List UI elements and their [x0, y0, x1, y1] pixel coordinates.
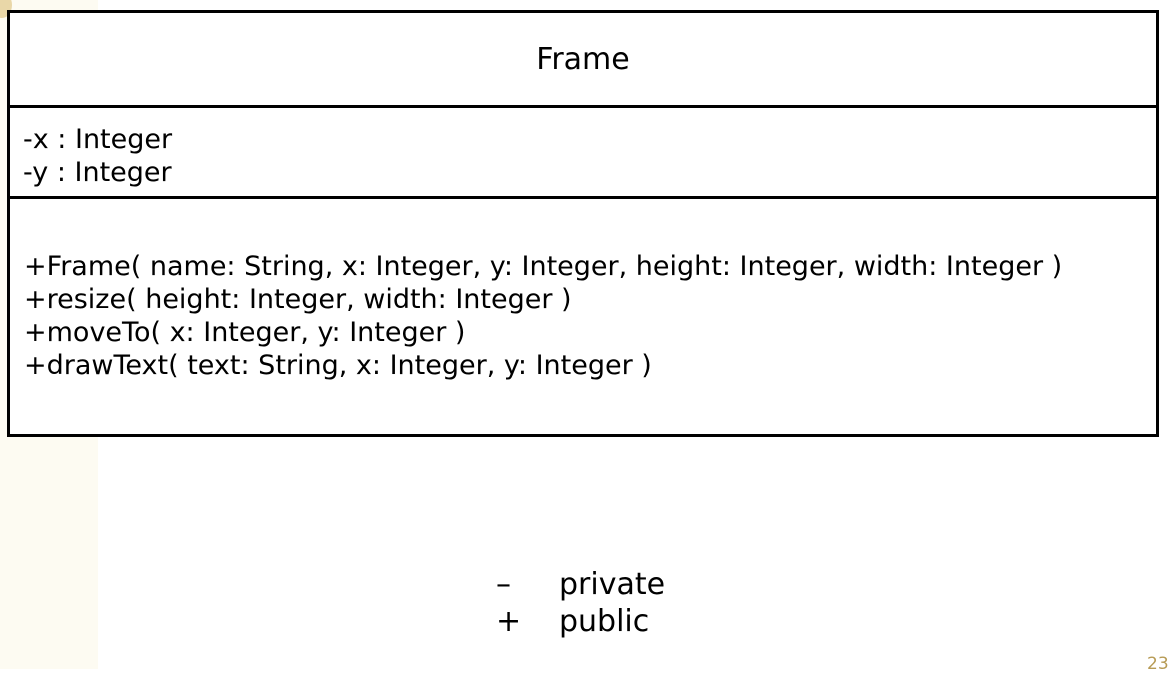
class-name-compartment: Frame: [10, 13, 1156, 108]
uml-class-box: Frame -x : Integer -y : Integer +Frame( …: [7, 10, 1159, 437]
public-symbol: +: [496, 604, 522, 639]
operation-move-to: +moveTo( x: Integer, y: Integer ): [24, 317, 466, 348]
visibility-legend: – private + public: [496, 566, 665, 640]
public-label: public: [559, 604, 650, 639]
attribute-x: -x : Integer: [23, 124, 173, 155]
slide-number: 23: [1147, 654, 1169, 674]
legend-row-public: + public: [496, 603, 665, 640]
attributes-compartment: -x : Integer -y : Integer: [10, 108, 1156, 199]
private-symbol: –: [496, 567, 511, 602]
class-name: Frame: [536, 41, 630, 77]
operation-resize: +resize( height: Integer, width: Integer…: [24, 284, 572, 315]
operation-constructor: +Frame( name: String, x: Integer, y: Int…: [24, 251, 1063, 282]
attribute-y: -y : Integer: [23, 157, 172, 188]
private-label: private: [559, 567, 666, 602]
operations-compartment: +Frame( name: String, x: Integer, y: Int…: [10, 199, 1156, 382]
legend-row-private: – private: [496, 566, 665, 603]
operation-draw-text: +drawText( text: String, x: Integer, y: …: [24, 350, 652, 381]
